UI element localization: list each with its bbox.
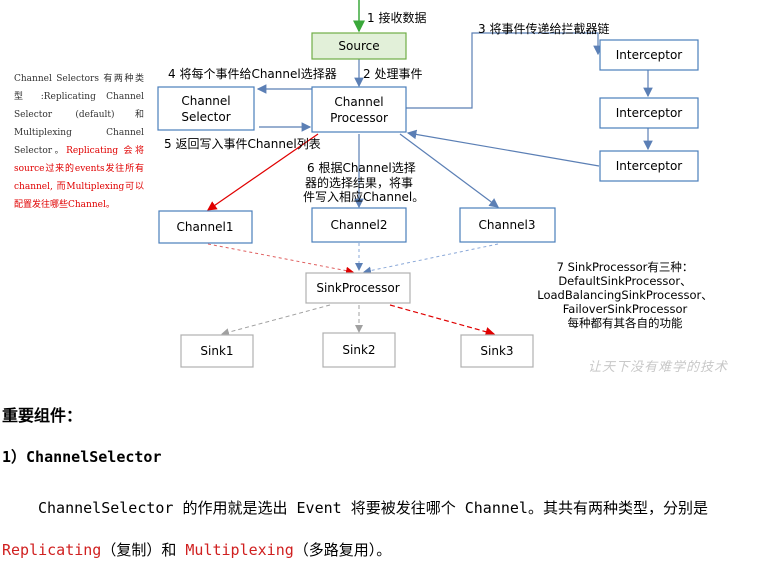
svg-text:Processor: Processor — [330, 111, 388, 125]
svg-text:Interceptor: Interceptor — [616, 106, 683, 120]
arrow-processor-to-channel1 — [207, 133, 319, 211]
arrow-processor-to-interceptor — [406, 32, 603, 109]
svg-text:Channel3: Channel3 — [479, 218, 536, 232]
svg-text:Sink2: Sink2 — [342, 343, 375, 357]
section-subheading: 1）ChannelSelector — [2, 448, 162, 466]
sink-processor-note: 7 SinkProcessor有三种： DefaultSinkProcessor… — [520, 260, 730, 330]
para-text: （复制）和 — [101, 541, 186, 559]
arrow-sinkprocessor-to-sink3 — [389, 304, 496, 337]
step1-label: 1 接收数据 — [367, 10, 426, 25]
step6-label-line1: 6 根据Channel选择 — [307, 161, 416, 175]
side-note-red-text: Replicating 会将 source过来的events发往所有channe… — [14, 146, 144, 210]
description-paragraph: ChannelSelector 的作用就是选出 Event 将要被发往哪个 Ch… — [2, 487, 772, 571]
sink2-box: Sink2 — [322, 332, 396, 368]
step5-label: 5 返回写入事件Channel列表 — [164, 137, 321, 151]
svg-text:Selector: Selector — [181, 110, 230, 124]
sink-processor-note-line: LoadBalancingSinkProcessor、 — [537, 288, 713, 302]
channel1-box: Channel1 — [158, 210, 253, 244]
step2-label: 2 处理事件 — [363, 67, 422, 81]
svg-text:Channel1: Channel1 — [177, 220, 234, 234]
sink-processor-note-line: DefaultSinkProcessor、 — [558, 274, 692, 288]
svg-text:Source: Source — [338, 39, 379, 53]
sink1-box: Sink1 — [180, 334, 254, 368]
step6-label-line2: 器的选择结果，将事 — [305, 175, 413, 190]
svg-text:SinkProcessor: SinkProcessor — [316, 281, 399, 295]
channel-processor-box: Channel Processor — [311, 86, 407, 133]
side-note-text: Channel Selectors 有两种类型 :Replicating Cha… — [14, 74, 144, 156]
sink-processor-note-line: 每种都有其各自的功能 — [567, 316, 683, 330]
channel-selector-box: Channel Selector — [157, 86, 255, 131]
para-text: （多路复用）。 — [293, 541, 392, 559]
svg-text:Interceptor: Interceptor — [616, 159, 683, 173]
interceptor-box-1: Interceptor — [599, 39, 699, 71]
sink-processor-note-line: FailoverSinkProcessor — [562, 302, 688, 316]
flume-architecture-diagram: Source Channel Selector Channel Processo… — [157, 0, 699, 368]
step4-label: 4 将每个事件给Channel选择器 — [168, 66, 337, 81]
source-box: Source — [311, 32, 407, 60]
step6-label-line3: 件写入相应Channel。 — [303, 189, 424, 204]
arrow-channel3-to-sinkprocessor — [363, 243, 499, 275]
arrow-sinkprocessor-to-sink1 — [221, 304, 331, 337]
svg-text:Channel: Channel — [334, 95, 383, 109]
svg-text:Sink3: Sink3 — [480, 344, 513, 358]
sink-processor-box: SinkProcessor — [305, 272, 411, 304]
sink3-box: Sink3 — [460, 334, 534, 368]
arrow-interceptor3-to-processor — [406, 129, 600, 167]
svg-text:Channel: Channel — [181, 94, 230, 108]
svg-text:Channel2: Channel2 — [331, 218, 388, 232]
multiplexing-term: Multiplexing — [185, 541, 294, 559]
step3-label: 3 将事件传递给拦截器链 — [478, 21, 609, 36]
interceptor-box-3: Interceptor — [599, 150, 699, 182]
watermark: 让天下没有难学的技术 — [588, 360, 729, 375]
channel2-box: Channel2 — [311, 207, 407, 243]
channel3-box: Channel3 — [459, 207, 556, 243]
svg-text:Interceptor: Interceptor — [616, 48, 683, 62]
replicating-term: Replicating — [2, 541, 102, 559]
section-heading: 重要组件： — [2, 406, 83, 425]
para-text: ChannelSelector 的作用就是选出 Event 将要被发往哪个 Ch… — [38, 499, 708, 517]
arrow-processor-to-channel3 — [399, 133, 499, 208]
channel-selector-note: Channel Selectors 有两种类型 :Replicating Cha… — [14, 70, 144, 214]
svg-text:Sink1: Sink1 — [200, 344, 233, 358]
interceptor-box-2: Interceptor — [599, 97, 699, 129]
sink-processor-note-line: 7 SinkProcessor有三种： — [556, 260, 694, 274]
arrow-channel1-to-sinkprocessor — [207, 243, 354, 275]
